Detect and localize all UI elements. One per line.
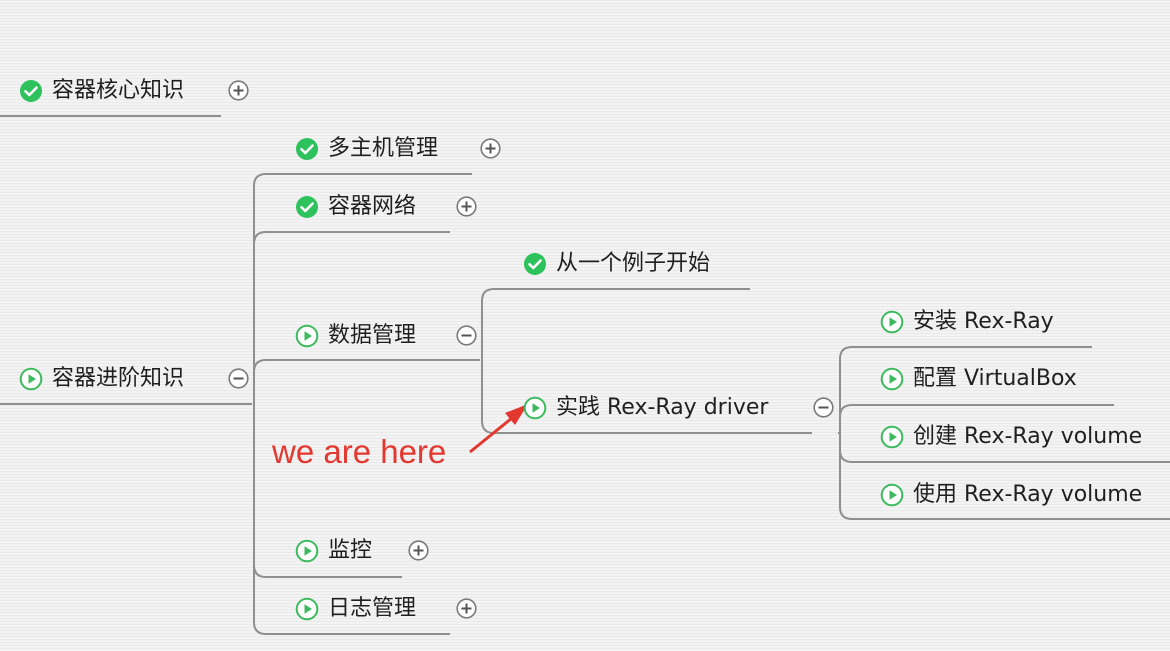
node-label: 实践 Rex-Ray driver — [556, 395, 769, 420]
minus-circle-icon[interactable] — [228, 368, 249, 389]
node-rexray-driver[interactable]: 实践 Rex-Ray driver — [523, 394, 768, 422]
node-label: 数据管理 — [328, 323, 417, 348]
node-config-virtualbox[interactable]: 配置 VirtualBox — [880, 365, 1077, 393]
node-core-knowledge[interactable]: 容器核心知识 — [19, 77, 184, 105]
node-use-volume[interactable]: 使用 Rex-Ray volume — [880, 481, 1142, 509]
play-circle-icon — [880, 425, 904, 449]
plus-circle-icon[interactable] — [480, 138, 501, 159]
play-circle-icon — [295, 539, 319, 563]
node-data-management[interactable]: 数据管理 — [295, 322, 416, 350]
node-container-network[interactable]: 容器网络 — [295, 193, 416, 221]
node-label: 多主机管理 — [328, 136, 439, 161]
node-label: 容器网络 — [328, 194, 417, 219]
node-create-volume[interactable]: 创建 Rex-Ray volume — [880, 423, 1142, 451]
check-circle-icon — [296, 196, 318, 218]
red-arrow-icon — [469, 404, 528, 454]
node-start-example[interactable]: 从一个例子开始 — [523, 250, 710, 278]
play-circle-icon — [295, 597, 319, 621]
node-label: 日志管理 — [328, 596, 417, 621]
play-circle-icon — [523, 396, 547, 420]
node-label: 使用 Rex-Ray volume — [913, 482, 1143, 507]
node-install-rexray[interactable]: 安装 Rex-Ray — [880, 308, 1054, 336]
play-circle-icon — [880, 483, 904, 507]
plus-circle-icon[interactable] — [408, 540, 429, 561]
minus-circle-icon[interactable] — [456, 325, 477, 346]
annotation-we-are-here: we are here — [272, 433, 447, 470]
node-monitoring[interactable]: 监控 — [295, 537, 372, 565]
minus-circle-icon[interactable] — [813, 397, 834, 418]
plus-circle-icon[interactable] — [456, 196, 477, 217]
plus-circle-icon[interactable] — [228, 80, 249, 101]
play-circle-icon — [295, 324, 319, 348]
node-label: 监控 — [328, 538, 373, 563]
node-label: 创建 Rex-Ray volume — [913, 424, 1143, 449]
check-circle-icon — [296, 138, 318, 160]
node-label: 容器进阶知识 — [52, 366, 185, 391]
plus-circle-icon[interactable] — [456, 598, 477, 619]
node-label: 配置 VirtualBox — [913, 366, 1077, 391]
node-log-management[interactable]: 日志管理 — [295, 595, 416, 623]
node-label: 从一个例子开始 — [556, 251, 711, 276]
check-circle-icon — [20, 80, 42, 102]
play-circle-icon — [880, 310, 904, 334]
node-advanced-knowledge[interactable]: 容器进阶知识 — [19, 365, 184, 393]
play-circle-icon — [19, 367, 43, 391]
check-circle-icon — [524, 253, 546, 275]
node-label: 容器核心知识 — [52, 78, 185, 103]
node-label: 安装 Rex-Ray — [913, 309, 1054, 334]
play-circle-icon — [880, 367, 904, 391]
node-multi-host[interactable]: 多主机管理 — [295, 135, 438, 163]
